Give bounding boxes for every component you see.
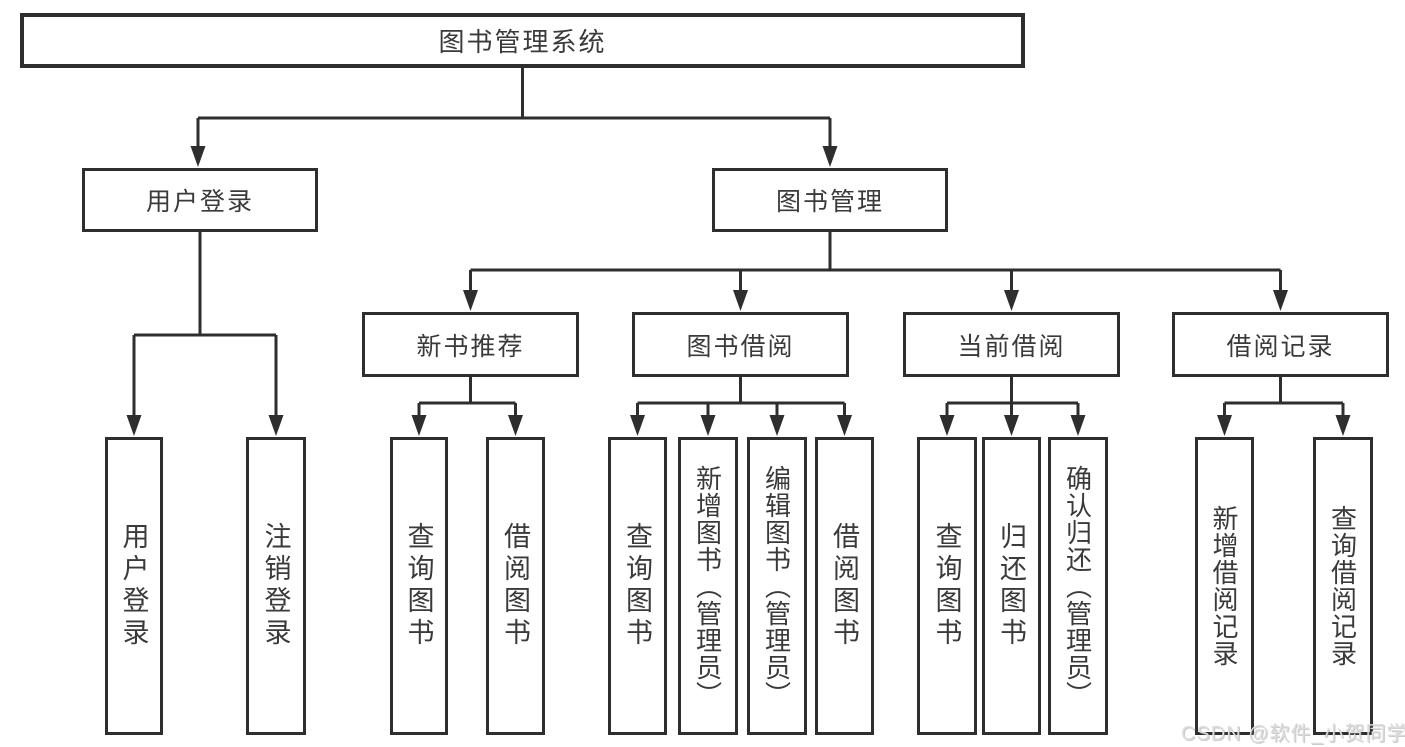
node-label: 图书管理系统 <box>438 27 607 57</box>
leaf-query-books-1: 查询图书 <box>390 437 448 735</box>
node-borrowing-records: 借阅记录 <box>1172 312 1389 377</box>
node-label: 注销登录 <box>260 522 291 650</box>
node-label: 图书借阅 <box>686 332 795 361</box>
node-label: 查询图书 <box>403 522 434 650</box>
node-label: 借阅记录 <box>1226 332 1335 361</box>
node-label: 编辑图书（管理员） <box>761 464 792 708</box>
node-label: 新增借阅记录 <box>1209 505 1239 667</box>
node-label: 当前借阅 <box>957 332 1066 361</box>
node-book-borrowing: 图书借阅 <box>632 312 849 377</box>
node-book-management-branch: 图书管理 <box>712 168 948 232</box>
leaf-query-books-3: 查询图书 <box>917 437 977 735</box>
node-user-login-branch: 用户登录 <box>82 168 318 232</box>
leaf-query-borrow-record: 查询借阅记录 <box>1313 437 1373 735</box>
leaf-logout: 注销登录 <box>246 437 306 735</box>
node-library-management-system: 图书管理系统 <box>20 13 1025 68</box>
node-label: 归还图书 <box>996 522 1026 650</box>
leaf-confirm-return-admin: 确认归还（管理员） <box>1048 437 1108 735</box>
node-label: 确认归还（管理员） <box>1062 464 1093 708</box>
leaf-add-books-admin: 新增图书（管理员） <box>678 437 738 735</box>
node-new-book-recommendation: 新书推荐 <box>362 312 579 377</box>
node-current-borrowing: 当前借阅 <box>903 312 1120 377</box>
node-label: 查询图书 <box>931 522 962 650</box>
node-label: 图书管理 <box>775 188 884 216</box>
leaf-borrow-books-1: 借阅图书 <box>486 437 545 735</box>
leaf-edit-books-admin: 编辑图书（管理员） <box>747 437 807 735</box>
node-label: 查询借阅记录 <box>1327 505 1358 667</box>
watermark: CSDN @软件_小贺同学 <box>1181 723 1405 745</box>
leaf-borrow-books-2: 借阅图书 <box>815 437 874 735</box>
node-label: 用户登录 <box>118 522 149 650</box>
leaf-add-borrow-record: 新增借阅记录 <box>1195 437 1254 735</box>
leaf-query-books-2: 查询图书 <box>608 437 667 735</box>
node-label: 用户登录 <box>145 188 254 216</box>
leaf-user-login: 用户登录 <box>105 437 163 735</box>
node-label: 借阅图书 <box>829 522 859 650</box>
node-label: 新书推荐 <box>416 332 525 361</box>
node-label: 新增图书（管理员） <box>692 464 723 708</box>
node-label: 借阅图书 <box>500 522 530 650</box>
leaf-return-books: 归还图书 <box>982 437 1041 735</box>
node-label: 查询图书 <box>622 522 652 650</box>
